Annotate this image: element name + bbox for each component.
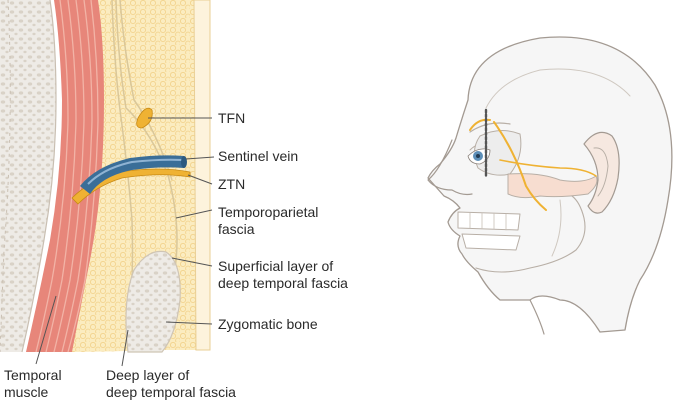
label-deep-layer-line1: Deep layer of	[106, 367, 190, 383]
lower-teeth	[461, 233, 521, 251]
leader-deep-layer	[121, 329, 129, 367]
label-superficial-line2: deep temporal fascia	[218, 275, 348, 291]
head-illustration	[427, 36, 673, 335]
leader-temporoparietal	[175, 209, 213, 219]
label-deep-layer-line2: deep temporal fascia	[106, 384, 236, 400]
label-ztn: ZTN	[218, 176, 246, 192]
leader-sentinel-vein	[185, 156, 215, 160]
teeth-lines	[469, 212, 507, 231]
leader-ztn	[187, 174, 213, 185]
label-temporal-muscle: Temporal muscle	[4, 367, 62, 401]
nose	[427, 139, 473, 196]
label-superficial-line1: Superficial layer of	[218, 258, 334, 274]
label-sentinel-vein: Sentinel vein	[218, 148, 299, 164]
skull-bone	[0, 0, 56, 352]
label-temporal-muscle-line2: muscle	[4, 384, 49, 400]
cross-section	[0, 0, 211, 353]
tfn-nerve	[136, 107, 153, 129]
brow	[469, 122, 511, 133]
upper-teeth	[457, 211, 521, 231]
leader-zygomatic	[165, 321, 213, 325]
temporal-nerve	[493, 121, 547, 211]
neck	[529, 299, 545, 335]
skin-layer	[193, 0, 211, 351]
label-deep-layer: Deep layer of deep temporal fascia	[106, 367, 236, 401]
leader-superficial	[171, 257, 213, 267]
mandible	[475, 195, 586, 273]
label-tfn: TFN	[218, 110, 246, 126]
label-zygomatic-bone: Zygomatic bone	[218, 316, 318, 332]
label-temporal-muscle-line1: Temporal	[4, 367, 62, 383]
label-temporoparietal-fascia: Temporoparietal fascia	[218, 204, 318, 238]
label-superficial-layer: Superficial layer of deep temporal fasci…	[218, 258, 348, 292]
leader-lines	[35, 117, 215, 367]
leader-temporal-muscle	[35, 295, 57, 365]
label-temporoparietal-line1: Temporoparietal	[218, 204, 319, 220]
ear	[583, 131, 620, 214]
label-temporoparietal-line2: fascia	[218, 221, 255, 237]
sentinel-vein	[80, 155, 184, 194]
